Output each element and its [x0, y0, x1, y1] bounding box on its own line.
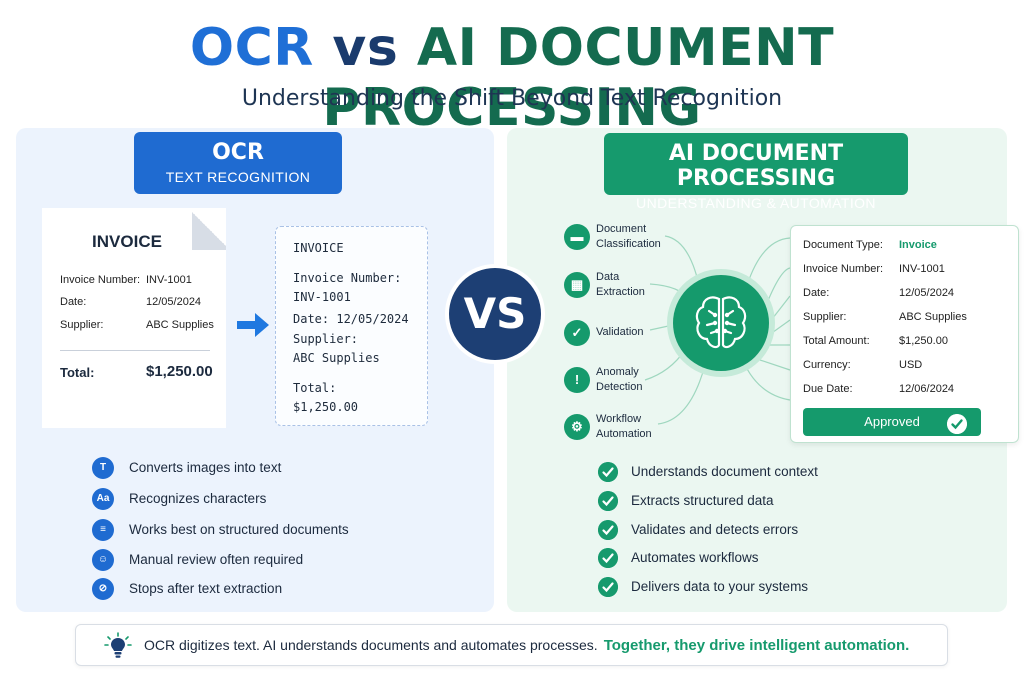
invoice-row-value: ABC Supplies: [146, 319, 214, 331]
ai-feature-text: Extracts structured data: [631, 493, 774, 508]
ocr-output-line: Total:: [293, 381, 337, 395]
ocr-output-line: INV-1001: [293, 290, 351, 304]
invoice-document: INVOICE Invoice Number: INV-1001 Date: 1…: [42, 208, 226, 428]
person-icon: ☺: [92, 549, 114, 571]
warning-icon: !: [564, 367, 590, 393]
card-row-label: Total Amount:: [803, 335, 870, 347]
card-row-value: 12/05/2024: [899, 287, 955, 299]
ocr-output-line: INVOICE: [293, 241, 344, 255]
check-circle-icon: [598, 491, 618, 511]
brain-icon: [695, 296, 747, 349]
document-icon: ≡: [92, 519, 114, 541]
invoice-row-value: INV-1001: [146, 274, 192, 286]
ai-capability-label: Workflow Automation: [596, 412, 676, 442]
card-row-value: ABC Supplies: [899, 311, 967, 323]
ocr-subheading: TEXT RECOGNITION: [165, 169, 311, 185]
ai-heading: AI DOCUMENT PROCESSING: [668, 141, 844, 191]
card-row-value: INV-1001: [899, 263, 945, 275]
ocr-header: OCR TEXT RECOGNITION: [134, 132, 342, 194]
ocr-feature-text: Works best on structured documents: [129, 522, 349, 537]
ocr-output-line: Date: 12/05/2024: [293, 312, 409, 326]
ocr-heading: OCR: [212, 140, 264, 165]
card-row-label: Supplier:: [803, 311, 847, 323]
footer-text: OCR digitizes text. AI understands docum…: [144, 637, 909, 654]
ai-brain: [673, 275, 769, 371]
ai-capability-line: Anomaly: [596, 366, 639, 378]
ai-capability-label: Anomaly Detection: [596, 365, 676, 395]
ai-feature-text: Automates workflows: [631, 550, 759, 565]
ocr-output-line: Invoice Number:: [293, 271, 402, 285]
text-scan-icon: T: [92, 457, 114, 479]
check-circle-icon: [598, 462, 618, 482]
extracted-data-card: Document Type: Invoice Invoice Number: I…: [790, 225, 1019, 443]
ai-feature-text: Understands document context: [631, 464, 818, 479]
card-row-label: Document Type:: [803, 239, 883, 251]
vs-badge: VS: [449, 268, 541, 360]
page-subtitle: Understanding the Shift Beyond Text Reco…: [241, 86, 783, 111]
gear-icon: ⚙: [564, 414, 590, 440]
ai-capability-line: Validation: [596, 326, 644, 338]
footer-accent: Together, they drive intelligent automat…: [603, 637, 910, 654]
card-row-label: Invoice Number:: [803, 263, 884, 275]
card-row-value: $1,250.00: [899, 335, 948, 347]
ai-capability-label: Document Classification: [596, 222, 676, 252]
invoice-row-label: Date:: [60, 296, 87, 308]
lightbulb-icon: [104, 632, 132, 658]
footer-statement: OCR digitizes text. AI understands docum…: [144, 637, 598, 653]
ai-capability-label: Validation: [596, 325, 676, 340]
invoice-title: INVOICE: [92, 232, 162, 251]
ai-capability-line: Extraction: [596, 286, 645, 298]
arrow-right-icon: [237, 313, 269, 337]
folder-icon: ▬: [564, 224, 590, 250]
ai-capability-label: Data Extraction: [596, 270, 676, 300]
stop-icon: ⊘: [92, 578, 114, 600]
invoice-row-value: 12/05/2024: [146, 296, 202, 308]
card-row-value: Invoice: [899, 239, 937, 251]
card-row-label: Due Date:: [803, 383, 853, 395]
page-fold: [192, 208, 226, 250]
table-icon: ▦: [564, 272, 590, 298]
card-row-value: 12/06/2024: [899, 383, 955, 395]
check-circle-icon: [598, 577, 618, 597]
invoice-total-label: Total:: [60, 365, 95, 380]
title-vs: vs: [332, 18, 399, 78]
check-circle-icon: [598, 520, 618, 540]
invoice-row-label: Invoice Number:: [60, 274, 141, 286]
ai-capability-line: Document: [596, 223, 647, 235]
ai-capability-line: Automation: [596, 428, 652, 440]
ai-feature-text: Delivers data to your systems: [631, 579, 809, 594]
ocr-feature-text: Manual review often required: [129, 552, 304, 567]
ai-capability-line: Classification: [596, 238, 661, 250]
ai-capability-line: Workflow: [596, 413, 642, 425]
card-row-label: Currency:: [803, 359, 851, 371]
ocr-output: INVOICE Invoice Number: INV-1001 Date: 1…: [275, 226, 428, 426]
ocr-feature-text: Converts images into text: [129, 460, 282, 475]
characters-icon: Aa: [92, 488, 114, 510]
title-ocr: OCR: [189, 18, 314, 78]
ai-capability-line: Detection: [596, 381, 643, 393]
ai-subheading: UNDERSTANDING & AUTOMATION: [636, 195, 876, 211]
ai-feature-text: Validates and detects errors: [631, 522, 799, 537]
footer-banner: OCR digitizes text. AI understands docum…: [75, 624, 948, 666]
shield-check-icon: ✓: [564, 320, 590, 346]
card-row-label: Date:: [803, 287, 830, 299]
ai-header: AI DOCUMENT PROCESSING UNDERSTANDING & A…: [604, 133, 908, 211]
invoice-total-value: $1,250.00: [146, 363, 213, 380]
check-icon: [947, 414, 967, 434]
ocr-output-line: $1,250.00: [293, 400, 359, 414]
card-row-value: USD: [899, 359, 923, 371]
ocr-feature-text: Recognizes characters: [129, 491, 267, 506]
invoice-divider: [60, 350, 210, 351]
invoice-row-label: Supplier:: [60, 319, 104, 331]
ai-capability-line: Data: [596, 271, 620, 283]
ocr-output-line: ABC Supplies: [293, 351, 380, 365]
ocr-feature-text: Stops after text extraction: [129, 581, 283, 596]
ocr-output-line: Supplier:: [293, 332, 359, 346]
check-circle-icon: [598, 548, 618, 568]
